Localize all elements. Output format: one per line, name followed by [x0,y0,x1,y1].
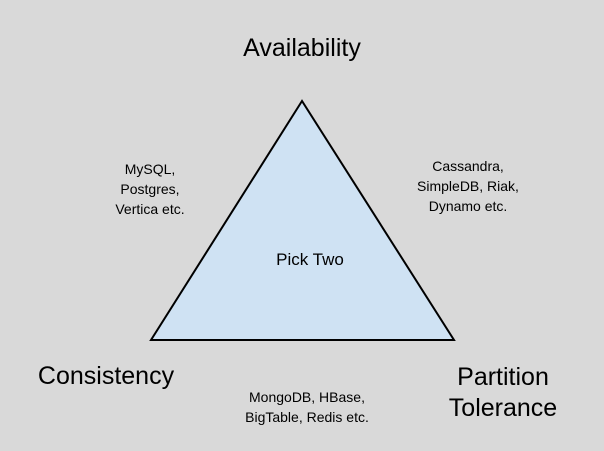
edge-right-line: Dynamo etc. [428,198,508,214]
edge-right-examples: Cassandra, SimpleDB, Riak, Dynamo etc. [393,156,543,216]
edge-bottom-examples: MongoDB, HBase, BigTable, Redis etc. [222,387,392,427]
vertex-partition-line: Partition [457,363,549,391]
vertex-consistency-label: Consistency [37,362,175,390]
cap-triangle [149,99,456,341]
edge-right-line: Cassandra, [432,158,504,174]
edge-left-examples: MySQL, Postgres, Vertica etc. [90,159,210,219]
edge-left-line: MySQL, [124,161,176,177]
edge-bottom-line: MongoDB, HBase, [249,389,365,405]
vertex-availability-label: Availability [243,34,361,62]
vertex-partition-tolerance-label: Partition Tolerance [428,362,578,424]
edge-right-line: SimpleDB, Riak, [417,178,519,194]
vertex-tolerance-line: Tolerance [448,394,558,422]
edge-bottom-line: BigTable, Redis etc. [245,409,369,425]
pick-two-label: Pick Two [276,250,344,269]
edge-left-line: Vertica etc. [115,201,185,217]
edge-left-line: Postgres, [120,181,180,197]
